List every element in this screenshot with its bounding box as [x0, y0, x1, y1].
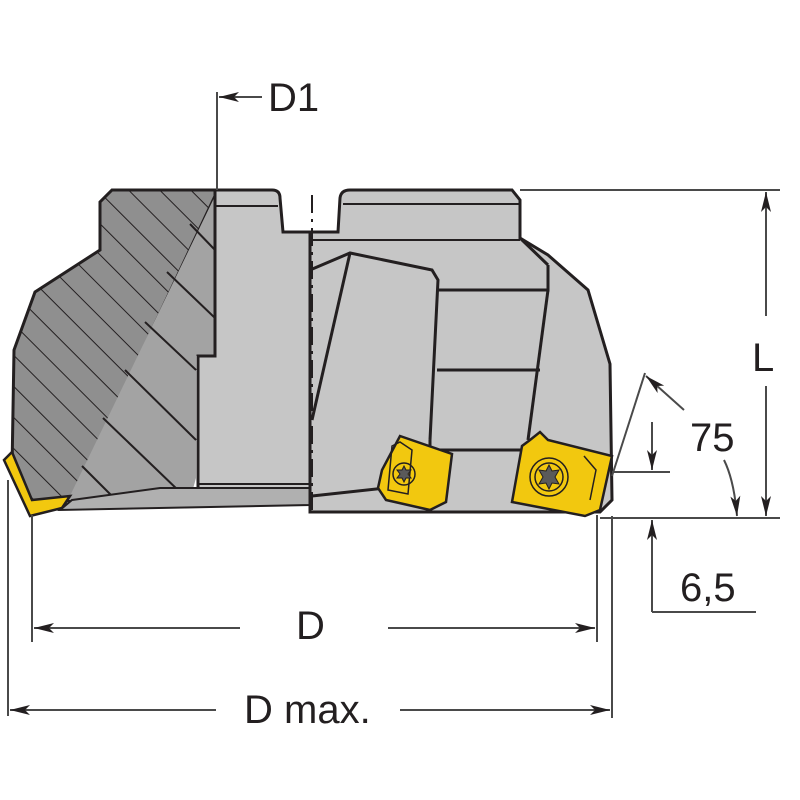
torx-screw-icon	[396, 464, 412, 484]
label-length: L	[752, 336, 775, 380]
label-diameter: D	[296, 604, 325, 648]
dimension-lines	[7, 92, 780, 718]
insert-right	[510, 430, 614, 518]
cutter-section-left	[2, 188, 312, 518]
label-diameter-max: D max.	[244, 688, 371, 732]
label-lead-angle: 75	[690, 416, 735, 460]
insert-center	[376, 434, 454, 512]
cutter-exterior-right	[308, 188, 614, 514]
label-edge-height: 6,5	[680, 566, 736, 610]
label-d1: D1	[268, 76, 320, 120]
insert-left	[2, 449, 73, 518]
torx-screw-icon	[538, 463, 560, 491]
